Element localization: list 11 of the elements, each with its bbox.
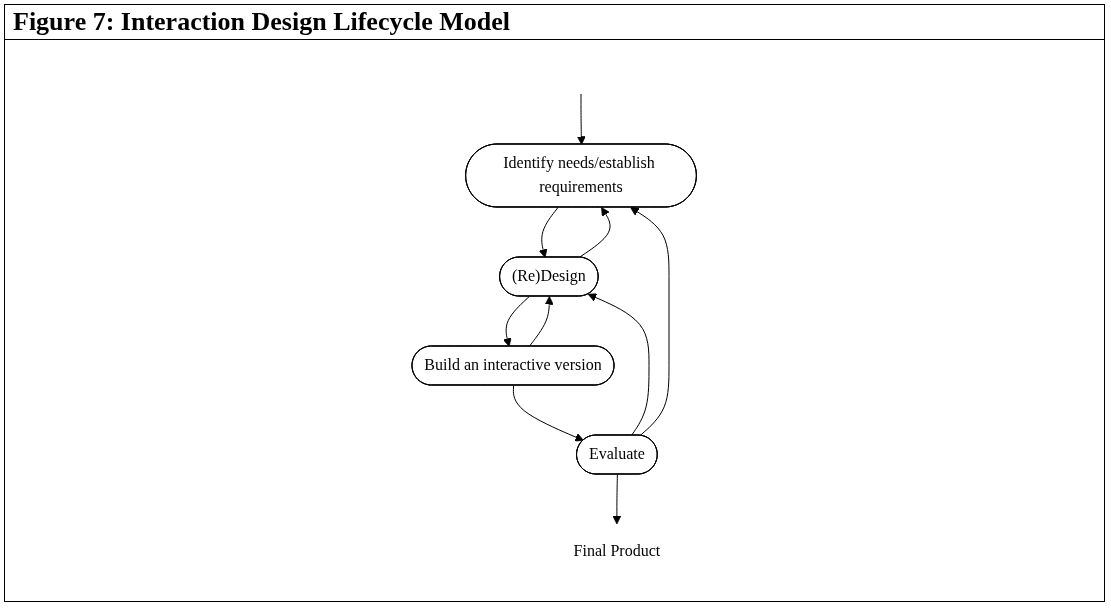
figure-title: Figure 7: Interaction Design Lifecycle Model [5, 5, 1104, 40]
node-text: Final Product [573, 541, 661, 559]
arrow [577, 93, 587, 145]
arrow [612, 473, 622, 524]
arrow [579, 206, 611, 258]
arrow [503, 295, 531, 347]
arrow [513, 384, 585, 441]
arrow [529, 295, 554, 347]
arrow [588, 292, 650, 436]
arrow [630, 206, 670, 436]
arrow [539, 206, 559, 258]
